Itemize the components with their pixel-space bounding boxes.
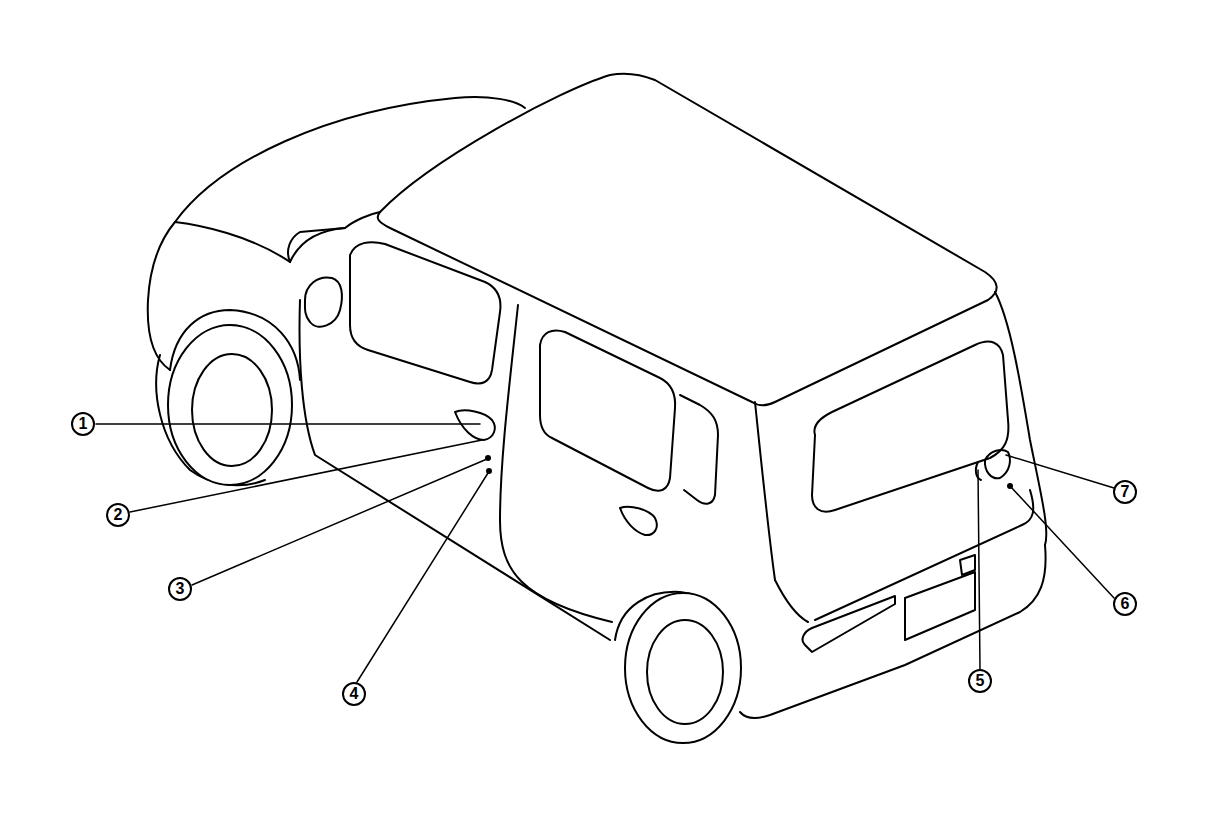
- callout-number: 7: [1113, 480, 1137, 504]
- callout-number: 4: [342, 682, 366, 706]
- callout-number: 2: [106, 503, 130, 527]
- callout-number: 1: [71, 412, 95, 436]
- callout-number: 3: [168, 577, 192, 601]
- callout-number: 5: [968, 669, 992, 693]
- callout-number: 6: [1113, 592, 1137, 616]
